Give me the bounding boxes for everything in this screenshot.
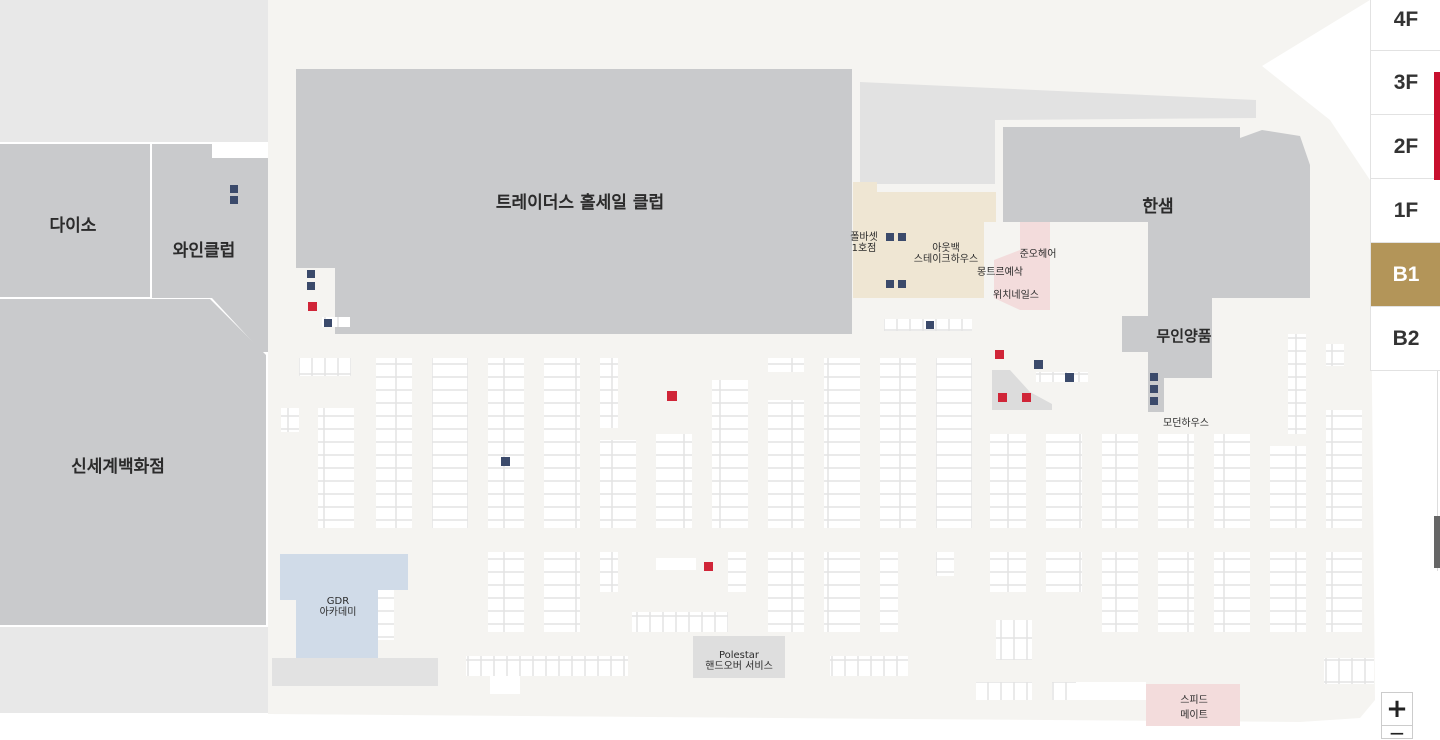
floor-right-edge xyxy=(1262,0,1370,180)
store-label: 핸드오버 서비스 xyxy=(705,660,773,672)
floor-button-b1[interactable]: B1 xyxy=(1371,243,1440,307)
store-label: 1호점 xyxy=(852,242,877,254)
store-daiso[interactable]: 다이소 xyxy=(0,144,150,297)
outer-zone-bottom-left xyxy=(0,627,268,713)
store-witch-nails[interactable]: 위치네일스 xyxy=(993,288,1039,301)
zoom-out-button[interactable]: − xyxy=(1388,726,1406,740)
store-mon-tresor[interactable]: 몽트르예삭 xyxy=(977,266,1023,278)
zoom-in-button[interactable]: + xyxy=(1382,693,1412,726)
store-label: 아카데미 xyxy=(320,606,357,618)
zoom-controls: + − xyxy=(1381,692,1413,740)
store-label: 신세계백화점 xyxy=(71,457,165,477)
store-label: 와인클럽 xyxy=(173,241,236,261)
store-label: Polestar xyxy=(719,650,760,661)
floor-accent-bar xyxy=(1434,72,1440,180)
store-gdr-academy[interactable]: GDR 아카데미 xyxy=(280,554,408,658)
store-label: 한샘 xyxy=(1142,197,1173,217)
store-label: 트레이더스 홀세일 클럽 xyxy=(496,192,664,213)
store-label: 다이소 xyxy=(50,216,97,236)
store-label: 스테이크하우스 xyxy=(914,252,978,265)
parking-stalls xyxy=(281,317,1374,700)
elevator-icon xyxy=(230,185,1158,405)
accessible-parking-icon xyxy=(667,391,677,401)
store-label: GDR xyxy=(327,596,349,607)
service-zone-top xyxy=(860,82,1256,184)
floor-button-b2[interactable]: B2 xyxy=(1371,307,1440,371)
store-modern-house[interactable]: 모던하우스 xyxy=(1163,416,1209,429)
store-label: 메이트 xyxy=(1180,709,1208,721)
store-label: 아웃백 xyxy=(932,242,960,254)
store-shinsegae[interactable]: 신세계백화점 xyxy=(0,299,266,625)
store-outback[interactable]: 아웃백 스테이크하우스 xyxy=(877,192,996,298)
floor-button-1f[interactable]: 1F xyxy=(1371,179,1440,243)
floor-button-4f[interactable]: 4F xyxy=(1371,0,1440,51)
store-speedmate[interactable]: 스피드 메이트 xyxy=(1146,684,1240,726)
parking-icon xyxy=(324,319,1074,466)
store-label: 스피드 xyxy=(1180,694,1208,706)
store-muji[interactable]: 무인양품 xyxy=(1122,258,1226,412)
store-traders[interactable]: 트레이더스 홀세일 클럽 xyxy=(296,69,852,334)
store-hanssem[interactable]: 한샘 xyxy=(1003,127,1310,298)
outer-zone-top-left xyxy=(0,0,268,142)
floor-button-2f[interactable]: 2F xyxy=(1371,115,1440,179)
scrollbar-thumb[interactable] xyxy=(1434,516,1440,568)
scrollbar-track[interactable] xyxy=(1437,371,1438,571)
restroom-icon xyxy=(308,302,1031,571)
store-paul-bassett[interactable]: 폴바셋 1호점 xyxy=(850,182,878,298)
store-label: 폴바셋 xyxy=(850,231,878,243)
floor-selector: 4F 3F 2F 1F B1 B2 xyxy=(1370,0,1440,371)
store-label: 무인양품 xyxy=(1156,327,1211,345)
service-zone-bottom xyxy=(272,658,438,686)
store-wine-club[interactable]: 와인클럽 xyxy=(152,144,268,352)
store-polestar[interactable]: Polestar 핸드오버 서비스 xyxy=(693,636,785,678)
floor-button-3f[interactable]: 3F xyxy=(1371,51,1440,115)
store-beauty-block[interactable] xyxy=(994,222,1050,310)
store-juno-hair[interactable]: 준오헤어 xyxy=(1020,248,1057,260)
